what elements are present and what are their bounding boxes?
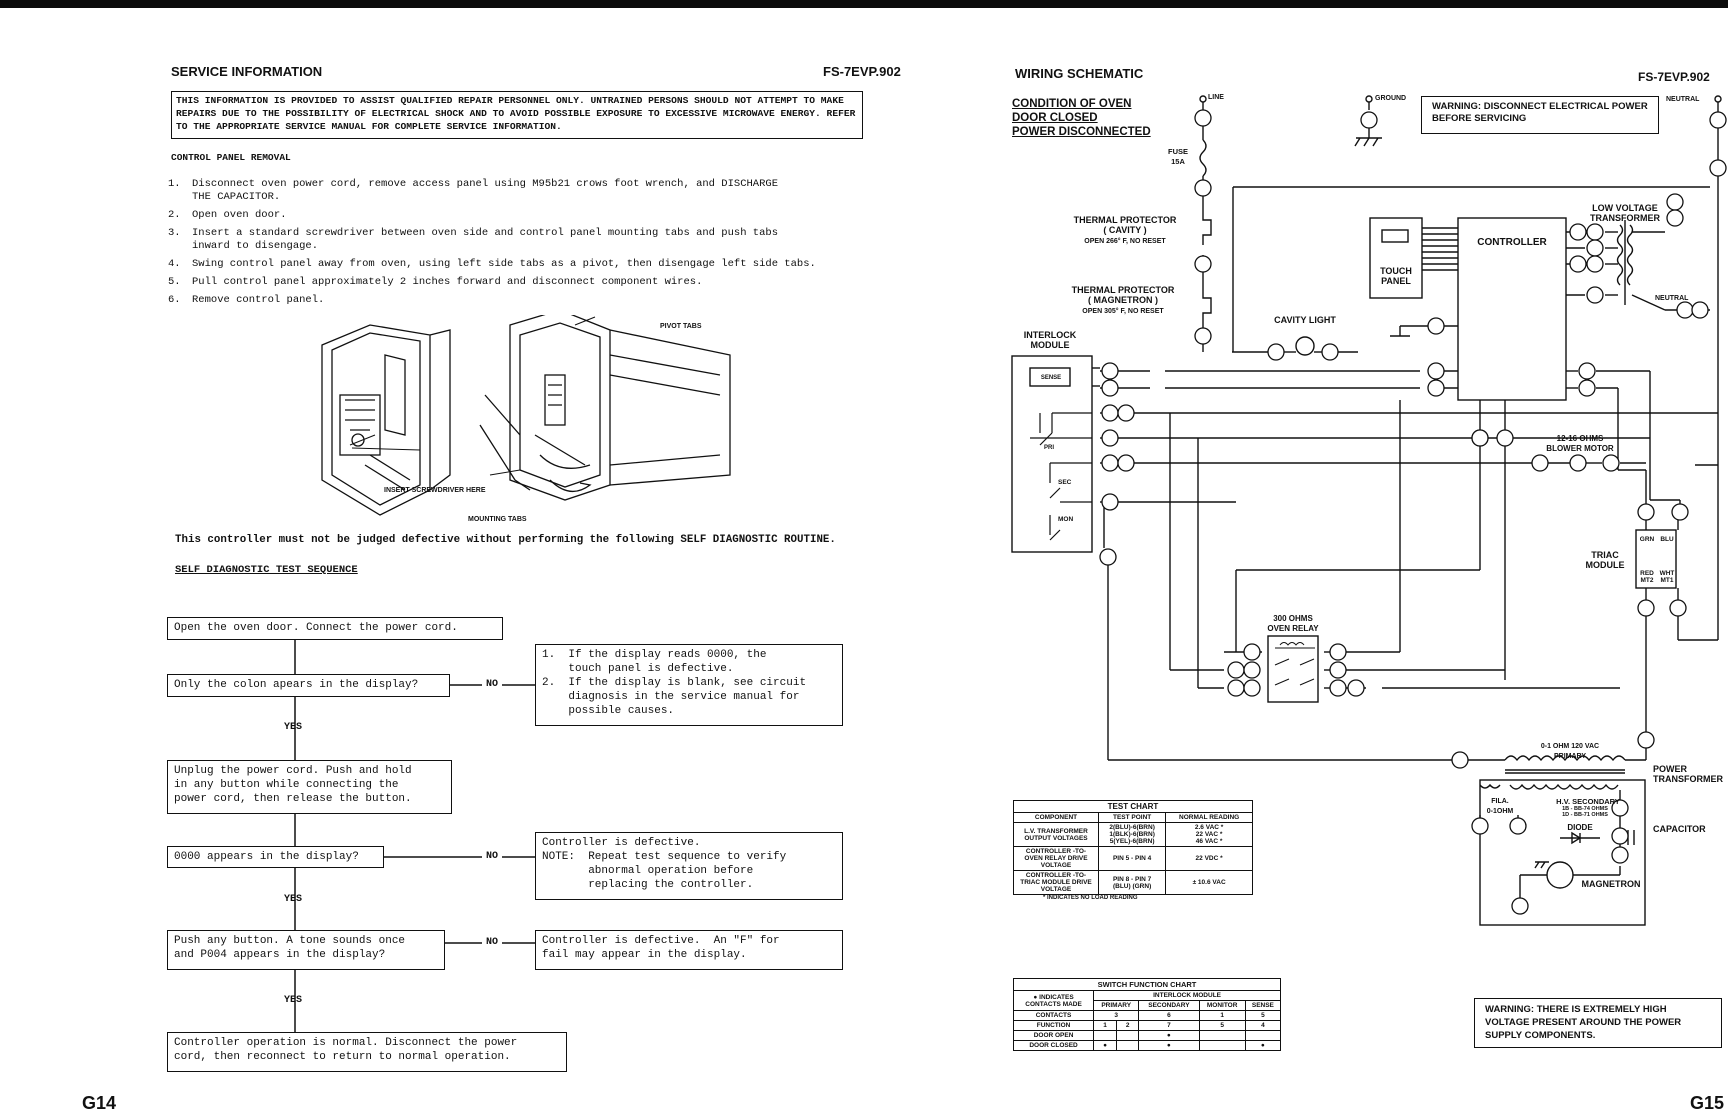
flow-question-colon: Only the colon apears in the display?: [167, 674, 450, 697]
right-page-number: G15: [1690, 1093, 1725, 1109]
controller-note: This controller must not be judged defec…: [175, 534, 836, 546]
flow-result-touch-panel: 1. If the display reads 0000, the touch …: [535, 644, 843, 726]
label-line: LINE: [1208, 94, 1224, 101]
high-voltage-warning-box: WARNING: THERE IS EXTREMELY HIGH VOLTAGE…: [1474, 998, 1722, 1048]
label-ground: GROUND: [1375, 95, 1407, 102]
label-power-transformer: POWER TRANSFORMER: [1653, 764, 1723, 784]
flow-no-label: NO: [486, 851, 499, 862]
test-chart-title: TEST CHART: [1013, 800, 1253, 813]
label-oven-relay: 300 OHMS OVEN RELAY: [1267, 614, 1319, 633]
flow-no-label: NO: [486, 937, 499, 948]
flow-step-normal: Controller operation is normal. Disconne…: [167, 1032, 567, 1072]
wiring-schematic: [1011, 95, 1727, 926]
condition-title: CONDITION OF OVEN: [1012, 98, 1132, 110]
label-hv-ohms: 1B - BB-74 OHMS 1D - BB-71 OHMS: [1562, 806, 1608, 818]
illus-label-mounting: MOUNTING TABS: [468, 516, 527, 523]
illus-label-screwdriver: INSERT SCREWDRIVER HERE: [384, 487, 486, 494]
left-page-title: SERVICE INFORMATION: [171, 64, 323, 79]
condition-power: POWER DISCONNECTED: [1012, 126, 1151, 138]
table-row: L.V. TRANSFORMER OUTPUT VOLTAGES 2(BLU)-…: [1013, 822, 1253, 847]
right-page-title: WIRING SCHEMATIC: [1015, 66, 1144, 81]
left-page-number: G14: [82, 1093, 117, 1109]
label-mon: MON: [1058, 516, 1074, 523]
label-hv-secondary: H.V. SECONDARY: [1556, 797, 1620, 806]
test-chart: TEST CHART COMPONENT TEST POINT NORMAL R…: [1013, 800, 1253, 901]
disconnect-warning-box: WARNING: DISCONNECT ELECTRICAL POWER BEF…: [1421, 96, 1659, 134]
label-tp-magnetron: THERMAL PROTECTOR ( MAGNETRON ): [1071, 285, 1175, 305]
label-magnetron: MAGNETRON: [1581, 879, 1641, 889]
label-triac-module: TRIAC MODULE: [1585, 550, 1625, 570]
label-grn: GRN: [1639, 536, 1655, 543]
table-row: DOOR OPEN ●: [1012, 1030, 1282, 1041]
label-diode: DIODE: [1567, 823, 1593, 832]
label-blu: BLU: [1660, 536, 1674, 543]
safety-warning-text: THIS INFORMATION IS PROVIDED TO ASSIST Q…: [176, 95, 856, 132]
scan-top-edge: [0, 0, 1728, 8]
label-primary: 0-1 OHM 120 VAC PRIMARY: [1540, 743, 1600, 760]
removal-steps: 1.Disconnect oven power cord, remove acc…: [168, 178, 878, 312]
switch-chart-title: SWITCH FUNCTION CHART: [1013, 978, 1281, 991]
test-chart-note: * INDICATES NO LOAD READING: [1043, 895, 1138, 901]
flow-no-label: NO: [486, 679, 499, 690]
condition-door: DOOR CLOSED: [1012, 112, 1098, 124]
label-cavity-light: CAVITY LIGHT: [1274, 315, 1336, 325]
table-row: CONTROLLER -TO- TRIAC MODULE DRIVE VOLTA…: [1013, 870, 1253, 895]
left-page-code: FS-7EVP.902: [823, 64, 901, 79]
control-panel-illustration: [321, 315, 731, 516]
table-row: DOOR CLOSED ●●●: [1012, 1040, 1282, 1051]
step-item: 2.Open oven door.: [168, 209, 287, 221]
label-lv-transformer: LOW VOLTAGE TRANSFORMER: [1590, 203, 1660, 223]
label-neutral: NEUTRAL: [1655, 295, 1689, 302]
safety-warning-box: THIS INFORMATION IS PROVIDED TO ASSIST Q…: [171, 91, 863, 139]
flow-step-unplug: Unplug the power cord. Push and hold in …: [167, 760, 452, 814]
label-fuse: FUSE 15A: [1167, 147, 1188, 166]
step-item: 4.Swing control panel away from oven, us…: [168, 258, 816, 270]
label-red: RED MT2: [1640, 570, 1654, 584]
label-sense: SENSE: [1040, 375, 1062, 381]
flow-question-p004: Push any button. A tone sounds once and …: [167, 930, 445, 970]
right-page-code: FS-7EVP.902: [1638, 70, 1710, 84]
label-fila: FILA. 0-1OHM: [1486, 798, 1514, 815]
label-touch-panel: TOUCH PANEL: [1380, 266, 1412, 286]
flow-yes-label: YES: [284, 995, 303, 1006]
illus-label-pivot: PIVOT TABS: [660, 323, 702, 330]
label-interlock-module: INTERLOCK MODULE: [1023, 330, 1077, 350]
label-wht: WHT MT1: [1659, 570, 1675, 584]
switch-function-chart: SWITCH FUNCTION CHART ● INDICATES CONTAC…: [1012, 978, 1282, 1051]
flow-step-open-door: Open the oven door. Connect the power co…: [167, 617, 503, 640]
label-tp-cavity-note: OPEN 266° F, NO RESET: [1084, 238, 1166, 245]
label-controller: CONTROLLER: [1477, 237, 1547, 248]
label-sec: SEC: [1058, 479, 1072, 486]
label-neutral-top: NEUTRAL: [1666, 96, 1700, 103]
step-item: 5.Pull control panel approximately 2 inc…: [168, 276, 703, 288]
oven-condition: CONDITION OF OVEN DOOR CLOSED POWER DISC…: [1012, 97, 1151, 139]
flow-question-0000: 0000 appears in the display?: [167, 846, 384, 868]
label-pri: PRI: [1044, 445, 1055, 451]
flow-result-defective-f: Controller is defective. An "F" for fail…: [535, 930, 843, 970]
flow-result-defective-note: Controller is defective. NOTE: Repeat te…: [535, 832, 843, 900]
label-capacitor: CAPACITOR: [1653, 824, 1706, 834]
label-tp-magnetron-note: OPEN 305° F, NO RESET: [1082, 308, 1164, 315]
removal-heading: CONTROL PANEL REMOVAL: [171, 152, 291, 163]
step-item: 1.Disconnect oven power cord, remove acc…: [168, 178, 778, 203]
label-tp-cavity: THERMAL PROTECTOR ( CAVITY ): [1073, 215, 1177, 235]
table-row: CONTROLLER -TO- OVEN RELAY DRIVE VOLTAGE…: [1013, 846, 1253, 871]
flow-yes-label: YES: [284, 722, 303, 733]
flow-heading: SELF DIAGNOSTIC TEST SEQUENCE: [175, 564, 358, 576]
step-item: 3.Insert a standard screwdriver between …: [168, 227, 778, 252]
flow-yes-label: YES: [284, 894, 303, 905]
step-item: 6.Remove control panel.: [168, 294, 325, 306]
label-blower-motor: 12-16 OHMS BLOWER MOTOR: [1546, 434, 1614, 453]
